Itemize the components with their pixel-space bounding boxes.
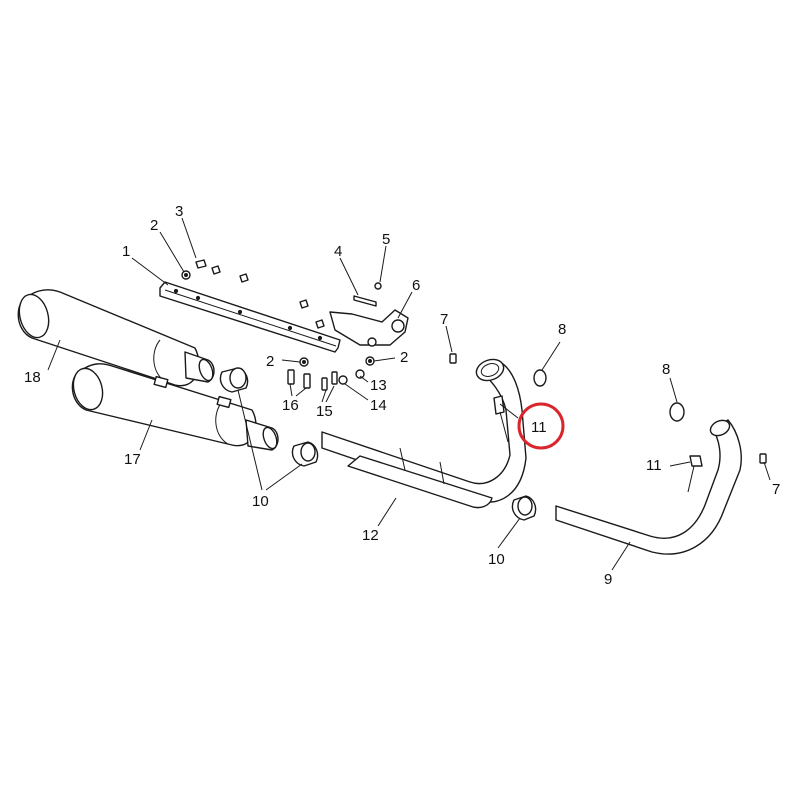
callout-8: 8 <box>558 321 566 338</box>
callout-3: 3 <box>175 203 183 220</box>
highlight-part-11: 11 <box>517 402 565 450</box>
callout-13: 13 <box>370 377 387 394</box>
callout-10: 10 <box>252 493 269 510</box>
callout-8: 8 <box>662 361 670 378</box>
callout-18: 18 <box>24 369 41 386</box>
callout-9: 9 <box>604 571 612 588</box>
callout-7: 7 <box>772 481 780 498</box>
callout-6: 6 <box>412 277 420 294</box>
callout-labels: 1 2 3 4 5 6 7 8 8 2 2 13 14 15 16 18 17 … <box>24 203 780 588</box>
clamp-middle <box>291 441 319 467</box>
callout-7: 7 <box>440 311 448 328</box>
hardware-set <box>181 259 767 464</box>
upper-muffler <box>17 289 215 387</box>
clamp-upper <box>219 367 249 393</box>
rear-head-pipe <box>555 419 742 555</box>
callout-12: 12 <box>362 527 379 544</box>
callout-11: 11 <box>531 419 547 436</box>
leader-lines <box>47 217 771 571</box>
callout-11: 11 <box>646 457 662 474</box>
callout-15: 15 <box>316 403 333 420</box>
callout-4: 4 <box>334 243 342 260</box>
callout-5: 5 <box>382 231 390 248</box>
callout-2: 2 <box>266 353 274 370</box>
mount-bracket <box>329 309 409 347</box>
callout-17: 17 <box>124 451 141 468</box>
clamp-lower <box>511 495 537 521</box>
callout-1: 1 <box>122 243 130 260</box>
highlight-circle <box>517 402 565 450</box>
callout-10: 10 <box>488 551 505 568</box>
callout-14: 14 <box>370 397 387 414</box>
front-head-pipe <box>321 358 527 509</box>
callout-2: 2 <box>400 349 408 366</box>
lower-muffler <box>71 363 279 451</box>
callout-2: 2 <box>150 217 158 234</box>
callout-16: 16 <box>282 397 299 414</box>
heat-shield-bracket <box>159 281 341 353</box>
